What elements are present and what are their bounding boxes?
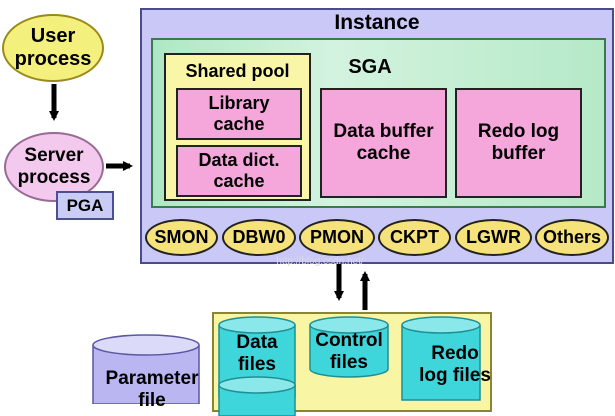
redo-log-buffer-box: Redo log buffer [455, 88, 582, 198]
control-files-label: Control files [315, 330, 383, 373]
data-files-label: Data files [236, 332, 278, 375]
parameter-file-cylinder: Parameter file [92, 334, 200, 411]
bg-process-pmon: PMON [299, 219, 375, 256]
data-buffer-cache-box: Data buffer cache [320, 88, 447, 198]
watermark: http://blog.csdn.net/ [276, 256, 364, 267]
data-dict-cache-box: Data dict. cache [176, 145, 302, 197]
sga-title: SGA [348, 55, 392, 78]
data-files-cylinder-2 [218, 376, 296, 416]
server-process-node: Server process [4, 132, 104, 202]
arrow-layer [49, 84, 370, 310]
control-files-cylinder: Control files [309, 316, 389, 378]
user-process-node: User process [2, 14, 104, 82]
bg-process-smon: SMON [145, 219, 218, 256]
cylinder-icon [309, 316, 389, 378]
bg-process-lgwr: LGWR [455, 219, 532, 256]
redo-log-files-label: Redo log files [419, 343, 491, 386]
redo-log-files-cylinder: Redo log files [401, 316, 491, 406]
instance-title: Instance [334, 10, 420, 34]
bg-process-ckpt: CKPT [378, 219, 451, 256]
shared-pool-title: Shared pool [185, 60, 290, 81]
bg-process-others: Others [535, 219, 609, 256]
library-cache-box: Library cache [176, 88, 302, 140]
pga-box: PGA [56, 191, 114, 220]
cylinder-icon [92, 334, 200, 404]
parameter-file-label: Parameter file [105, 368, 199, 411]
bg-process-dbw0: DBW0 [222, 219, 296, 256]
cylinder-icon [218, 376, 296, 416]
